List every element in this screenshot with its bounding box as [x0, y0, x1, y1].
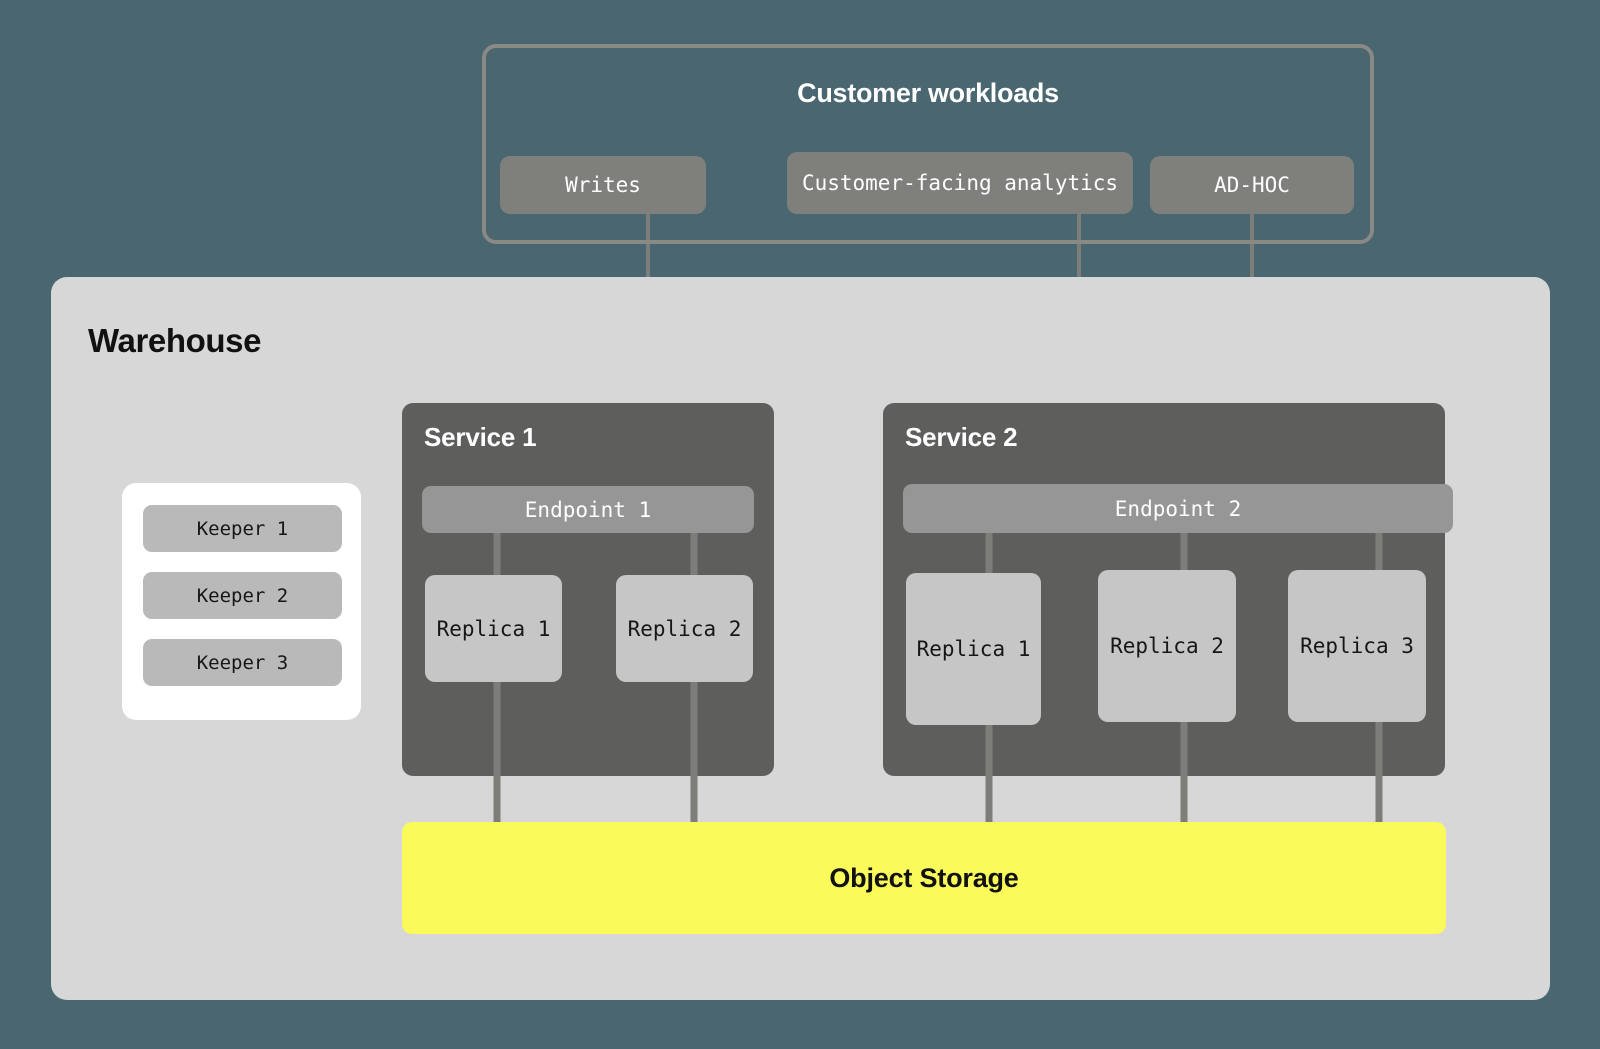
customer-workloads-title: Customer workloads — [797, 78, 1059, 108]
workload-writes[interactable]: Writes — [500, 156, 706, 214]
service-1-replica-1[interactable]: Replica 1 — [425, 575, 562, 682]
service-1-title: Service 1 — [424, 422, 537, 452]
warehouse-title: Warehouse — [88, 322, 262, 359]
service-2-replica-2[interactable]: Replica 2 — [1098, 570, 1236, 722]
service-2-replica-1[interactable]: Replica 1 — [906, 573, 1041, 725]
object-storage[interactable]: Object Storage — [402, 822, 1446, 934]
service-1-replica-2[interactable]: Replica 2 — [616, 575, 753, 682]
workload-ad-hoc[interactable]: AD-HOC — [1150, 156, 1354, 214]
keeper-1[interactable]: Keeper 1 — [143, 505, 342, 552]
service-2-title: Service 2 — [905, 422, 1018, 452]
endpoint-1[interactable]: Endpoint 1 — [422, 486, 754, 533]
workload-customer-facing-analytics[interactable]: Customer-facing analytics — [787, 152, 1133, 214]
endpoint-2[interactable]: Endpoint 2 — [903, 484, 1453, 533]
customer-workloads-frame — [482, 44, 1374, 244]
keeper-2[interactable]: Keeper 2 — [143, 572, 342, 619]
service-2-replica-3[interactable]: Replica 3 — [1288, 570, 1426, 722]
keeper-3[interactable]: Keeper 3 — [143, 639, 342, 686]
